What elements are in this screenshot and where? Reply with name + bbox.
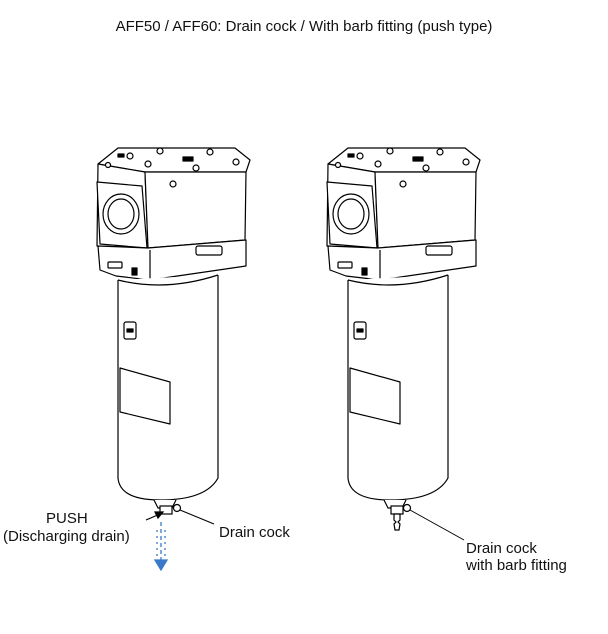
- callout-line-right: [409, 509, 465, 541]
- drain-cock-barb-right: [390, 503, 412, 531]
- filter-unit-left: [96, 147, 251, 509]
- drain-cock-label: Drain cock: [219, 524, 290, 541]
- drain-cock-barb-label-line1: Drain cock: [466, 540, 537, 557]
- push-sublabel: (Discharging drain): [3, 528, 130, 545]
- callout-line-left: [179, 509, 215, 525]
- drain-discharge-arrow: [153, 522, 169, 572]
- filter-unit-right: [326, 147, 481, 509]
- page-title: AFF50 / AFF60: Drain cock / With barb fi…: [115, 18, 493, 35]
- drain-cock-barb-label-line2: with barb fitting: [466, 557, 567, 574]
- drain-cock-left: [159, 503, 182, 515]
- push-arrow: [145, 511, 165, 521]
- push-label: PUSH: [46, 510, 88, 527]
